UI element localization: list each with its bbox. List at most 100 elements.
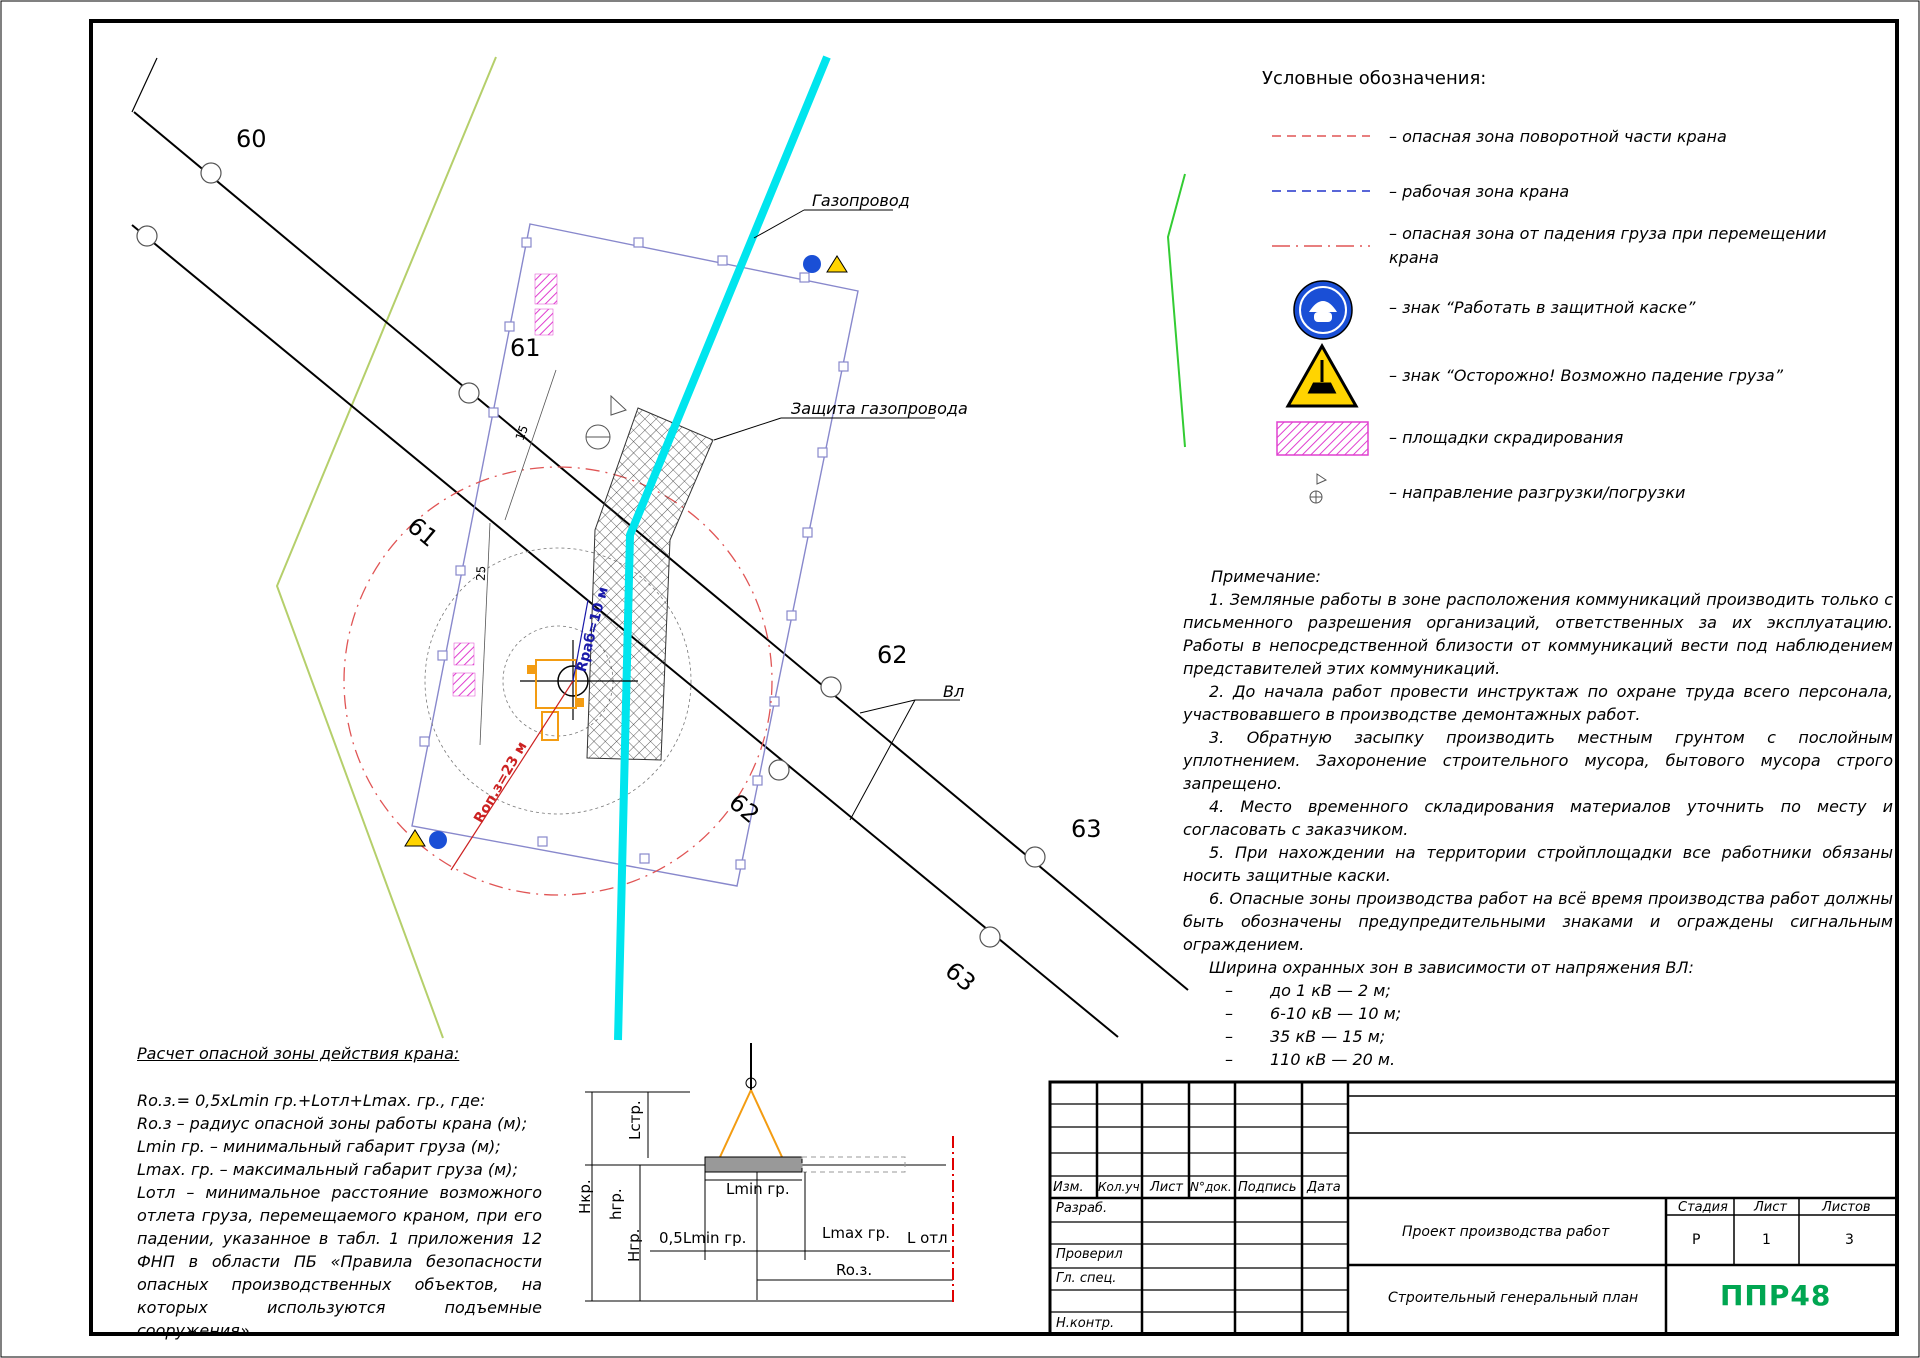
legend-storage: – площадки скрадирования: [1389, 428, 1624, 447]
hkr-label: Hкр.: [576, 1179, 594, 1214]
storage-pad: [534, 308, 554, 336]
width-list: –до 1 кВ — 2 м; –6-10 кВ — 10 м; –35 кВ …: [1183, 979, 1893, 1071]
calc-diagram: [585, 1043, 954, 1305]
tb-row-nkontr: Н.контр.: [1056, 1316, 1115, 1331]
dim-line-15: [504, 369, 557, 521]
lmax-label: Lmax гр.: [822, 1224, 890, 1242]
vl-label: Вл: [943, 682, 964, 701]
width-heading: Ширина охранных зон в зависимости от нап…: [1209, 958, 1694, 977]
title-block: [1048, 1080, 1899, 1336]
tb-col-kol: Кол.уч: [1098, 1180, 1140, 1194]
tb-row-glspec: Гл. спец.: [1056, 1271, 1117, 1286]
lotl-label: L отл: [907, 1229, 948, 1247]
dim-15-label: 15: [513, 423, 531, 442]
legend-work-zone: – рабочая зона крана: [1389, 182, 1570, 201]
legend-falling-zone: – опасная зона от падения груза при пере…: [1389, 224, 1827, 267]
legend-helmet-sign: – знак “Работать в защитной каске”: [1389, 298, 1696, 317]
list-item: –6-10 кВ — 10 м;: [1225, 1004, 1402, 1023]
calc-line: Ro.з.= 0,5хLmin гр.+Lотл+Lmax. гр., где:: [137, 1091, 486, 1110]
gas-protection-label: Защита газопровода: [791, 399, 968, 418]
gas-leader: [753, 209, 805, 239]
calc-line: Ro.з – радиус опасной зоны работы крана …: [137, 1114, 528, 1133]
note-3: 3. Обратную засыпку производить местным …: [1183, 728, 1893, 793]
tb-stage-value: Р: [1692, 1232, 1701, 1248]
danger-zone-circle: [343, 466, 773, 896]
pole-label-63: 63: [1071, 815, 1102, 843]
pole-label-62: 62: [877, 641, 908, 669]
notes-heading: Примечание:: [1211, 567, 1321, 586]
falling-load-sign-icon: [1285, 342, 1359, 408]
tick-line: [131, 57, 158, 113]
gas-protection-area: [586, 407, 714, 761]
pole-label-61: 61: [510, 334, 541, 362]
tb-sheets-value: 3: [1845, 1232, 1854, 1248]
half-lmin-label: 0,5Lmin гр.: [659, 1229, 746, 1247]
tb-col-doc: N°док.: [1190, 1180, 1232, 1194]
calc-line: Lотл – минимальное расстояние возможного…: [137, 1183, 542, 1340]
site-markers: [419, 237, 849, 870]
calc-line: Lmax. гр. – максимальный габарит груза (…: [137, 1160, 518, 1179]
lmin-label: Lmin гр.: [726, 1180, 790, 1198]
note-5: 5. При нахождении на территории стройпло…: [1183, 843, 1893, 885]
note-1: 1. Земляные работы в зоне расположения к…: [1183, 590, 1893, 678]
boundary-line: [275, 56, 497, 1039]
danger-radius-label: Rоп.з=23 м: [471, 739, 530, 826]
legend-direction: – направление разгрузки/погрузки: [1389, 483, 1686, 502]
work-radius-line: [572, 599, 589, 682]
storage-pad: [452, 672, 476, 697]
dim-line-25: [479, 522, 491, 746]
direction-flag-icon: [610, 394, 627, 416]
danger-radius-line: [450, 680, 574, 871]
calc-line: Lmin гр. – минимальный габарит груза (м)…: [137, 1137, 501, 1156]
Hgr-label: Hгр.: [625, 1229, 643, 1262]
list-item: –110 кВ — 20 м.: [1225, 1050, 1396, 1069]
calc-block: Расчет опасной зоны действия крана: Ro.з…: [137, 1042, 542, 1342]
legend-symbol-storage: [1276, 421, 1369, 456]
plan-signs: [404, 255, 848, 849]
roz-label: Ro.з.: [836, 1261, 872, 1279]
tb-sheet-title: Строительный генеральный план: [1388, 1290, 1639, 1306]
company-logo: ППР48: [1720, 1279, 1832, 1312]
inner-frame: [89, 19, 1899, 1336]
list-item: –35 кВ — 15 м;: [1225, 1027, 1386, 1046]
storage-pad: [534, 273, 558, 305]
calc-diagram-labels: Lстр. Hкр. hгр. Hгр. Lmin гр. 0,5Lmin гр…: [576, 1100, 948, 1279]
gas-pipeline: [614, 55, 831, 1041]
tb-stage-header: Стадия: [1678, 1200, 1728, 1215]
tb-project: Проект производства работ: [1402, 1224, 1610, 1240]
site-boundary: [411, 223, 859, 887]
tb-col-sign: Подпись: [1238, 1180, 1297, 1195]
tb-row-razrab: Разраб.: [1056, 1201, 1108, 1216]
hgr-label: hгр.: [607, 1188, 625, 1220]
tb-sheet-value: 1: [1762, 1232, 1771, 1248]
dim-25-label: 25: [474, 566, 489, 582]
tb-col-list: Лист: [1150, 1180, 1183, 1195]
pole-label-63b: 63: [940, 956, 981, 997]
tb-row-proveril: Проверил: [1056, 1247, 1123, 1262]
helmet-sign-icon: [1293, 280, 1353, 340]
list-item: –до 1 кВ — 2 м;: [1225, 981, 1391, 1000]
tb-col-date: Дата: [1307, 1180, 1341, 1195]
pole-label-61b: 61: [402, 512, 443, 553]
legend-title: Условные обозначения:: [1262, 68, 1487, 89]
tb-sheets-header: Листов: [1822, 1200, 1871, 1215]
pole-label-62b: 62: [723, 788, 764, 829]
tb-sheet-header: Лист: [1754, 1200, 1787, 1215]
pole-label-60: 60: [236, 125, 267, 153]
lstr-label: Lстр.: [626, 1100, 644, 1140]
vl-leader: [859, 699, 916, 714]
gas-pipeline-label: Газопровод: [812, 191, 910, 210]
note-6: 6. Опасные зоны производства работ на вс…: [1183, 889, 1893, 954]
note-4: 4. Место временного складирования матери…: [1183, 797, 1893, 839]
storage-pad: [453, 642, 475, 666]
legend-falling-sign: – знак “Осторожно! Возможно падение груз…: [1389, 366, 1783, 385]
work-zone-circle: [424, 547, 692, 815]
poles: [136, 162, 1046, 948]
notes-block: Примечание: 1. Земляные работы в зоне ра…: [1183, 565, 1893, 1071]
note-2: 2. До начала работ провести инструктаж п…: [1183, 682, 1893, 724]
legend-direction-icon: [1309, 473, 1328, 504]
protect-leader: [713, 417, 782, 441]
